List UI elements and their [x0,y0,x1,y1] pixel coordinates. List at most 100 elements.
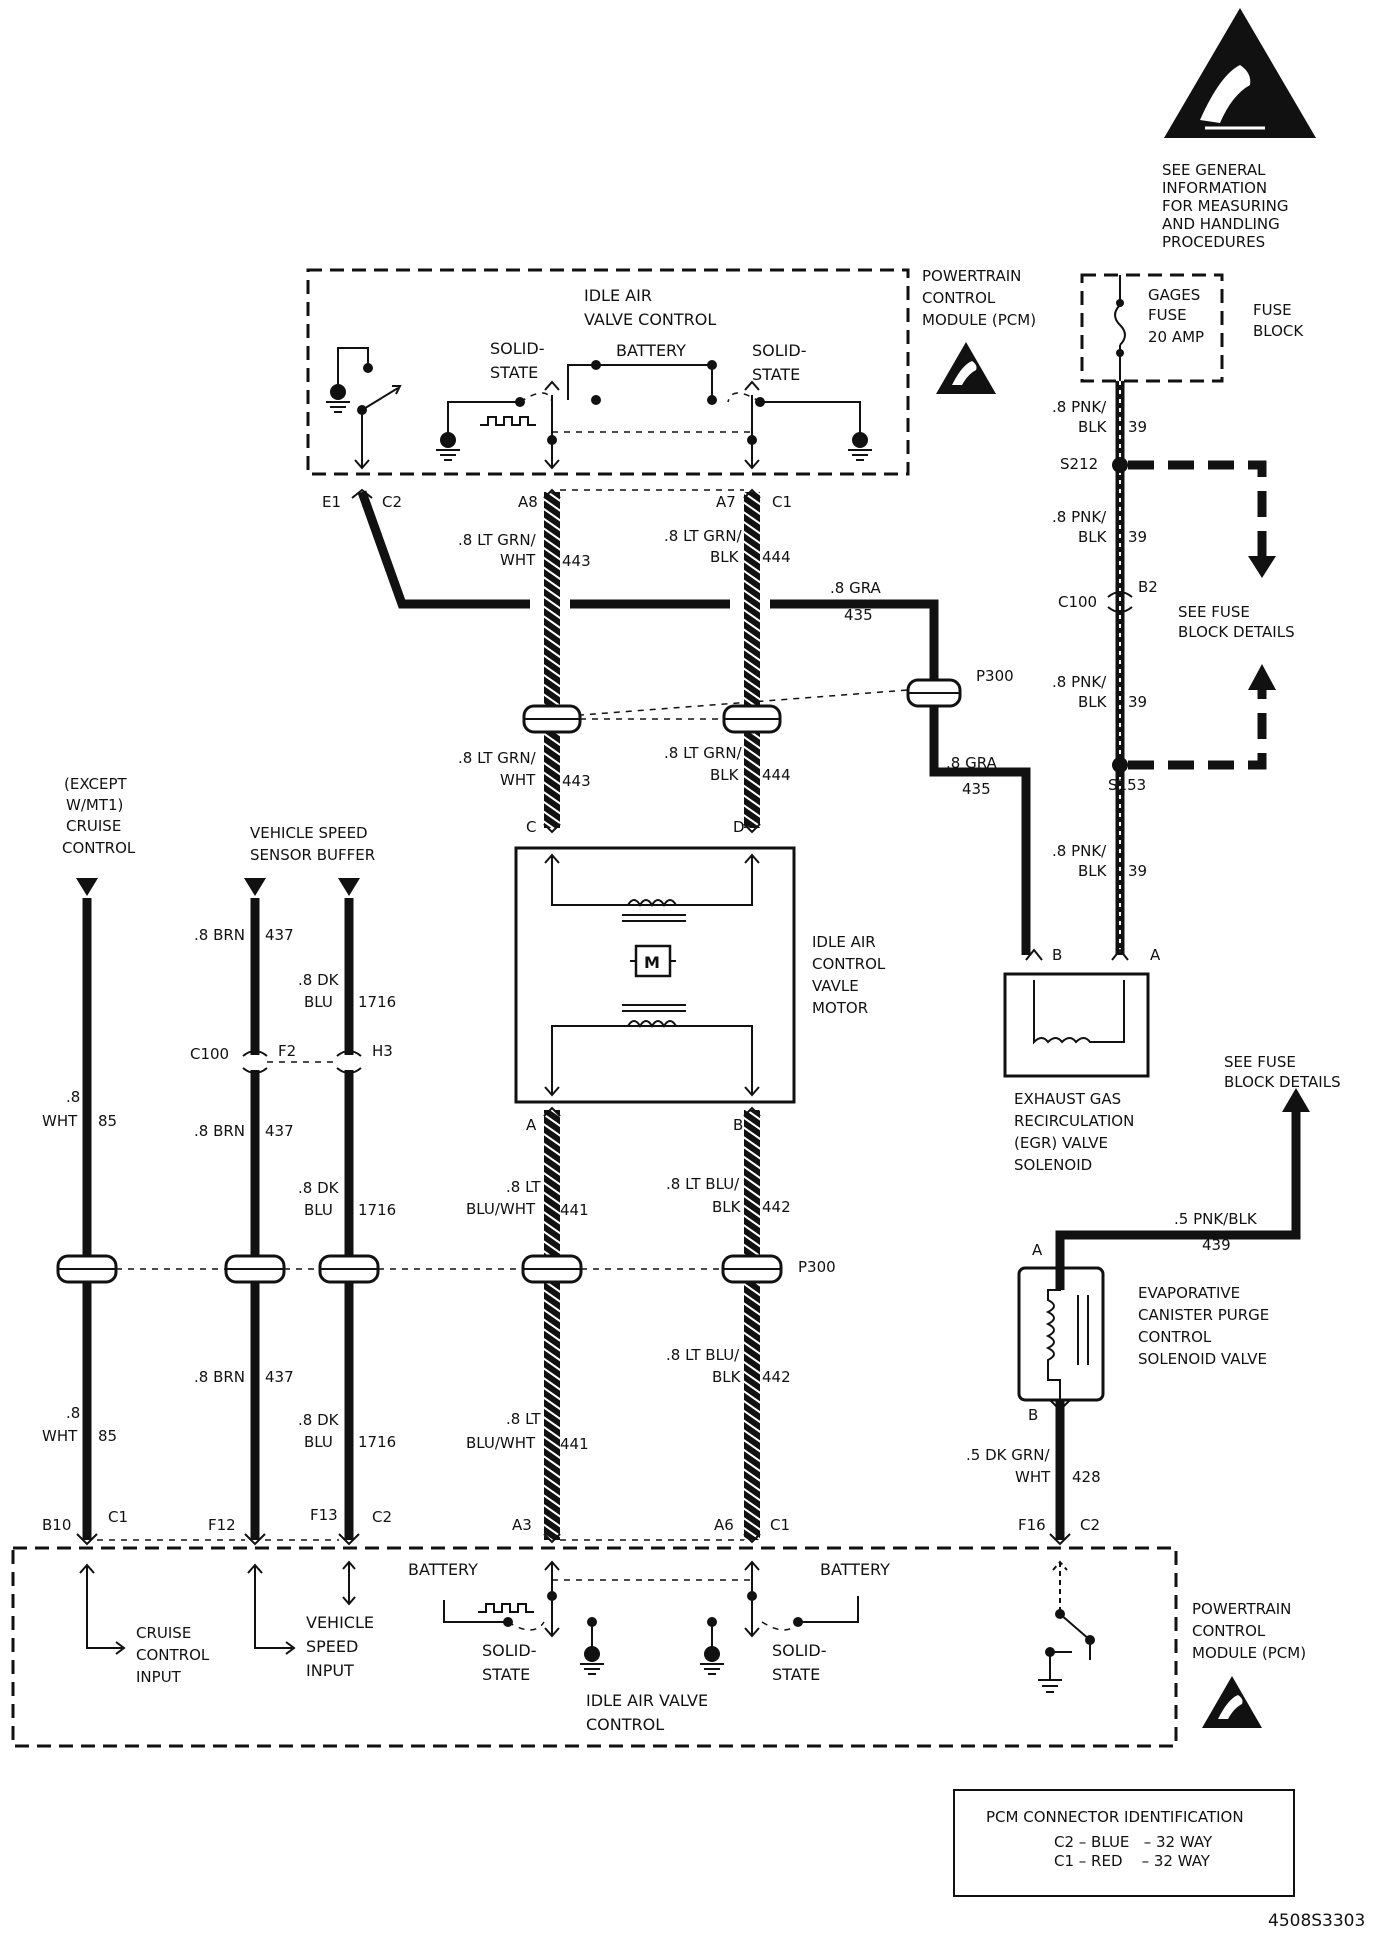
svg-text:FOR MEASURING: FOR MEASURING [1162,197,1289,215]
gages-fuse-label: GAGES FUSE 20 AMP [1148,286,1204,346]
legend-box [953,1789,1295,1897]
arrow-vss-1716 [338,878,360,896]
solid-state-bottom-left: SOLID- STATE [482,1641,536,1684]
egr-solenoid-box [1003,972,1150,1078]
svg-text:.8 PNK/: .8 PNK/ [1052,508,1107,526]
svg-text:.8 LT GRN/: .8 LT GRN/ [458,531,537,549]
svg-text:BLU: BLU [304,993,333,1011]
pin-f13: F13 [310,1506,338,1524]
svg-text:BLK: BLK [1078,418,1108,436]
svg-text:.8 BRN: .8 BRN [194,926,245,944]
svg-text:.5 DK GRN/: .5 DK GRN/ [966,1446,1051,1464]
warning-text: SEE GENERAL INFORMATION FOR MEASURING AN… [1162,161,1289,251]
svg-text:BLOCK DETAILS: BLOCK DETAILS [1178,623,1295,641]
legend-line-2: C1 – RED – 32 WAY [1054,1852,1211,1870]
pin-a8: A8 [518,493,538,511]
svg-text:437: 437 [265,1122,294,1140]
battery-top: BATTERY [616,341,686,360]
svg-text:(EGR) VALVE: (EGR) VALVE [1014,1134,1108,1152]
svg-text:CRUISE: CRUISE [66,817,121,835]
svg-text:CONTROL: CONTROL [922,289,996,307]
svg-text:VAVLE: VAVLE [812,977,859,995]
svg-text:VALVE CONTROL: VALVE CONTROL [584,310,716,329]
svg-text:SOLID-: SOLID- [772,1641,826,1660]
svg-text:BLOCK: BLOCK [1253,322,1304,340]
svg-text:BLK: BLK [710,548,740,566]
svg-text:BLK: BLK [1078,528,1108,546]
svg-text:.8 BRN: .8 BRN [194,1368,245,1386]
iac-pin-c: C [526,818,536,836]
svg-text:VEHICLE SPEED: VEHICLE SPEED [250,824,368,842]
svg-text:SPEED: SPEED [306,1637,358,1656]
arrow-see-fuse-2 [1282,1088,1310,1112]
svg-text:441: 441 [560,1435,589,1453]
svg-text:STATE: STATE [772,1665,820,1684]
svg-text:CONTROL: CONTROL [586,1715,664,1734]
svg-text:MOTOR: MOTOR [812,999,868,1017]
svg-text:BLK: BLK [710,766,740,784]
svg-text:WHT: WHT [42,1112,78,1130]
solid-state-left-top: SOLID- [490,339,544,358]
pin-c1-bottom-a: C1 [108,1508,128,1526]
svg-text:EVAPORATIVE: EVAPORATIVE [1138,1284,1240,1302]
svg-text:SEE FUSE: SEE FUSE [1178,603,1250,621]
svg-text:BLOCK DETAILS: BLOCK DETAILS [1224,1073,1341,1091]
svg-text:428: 428 [1072,1468,1101,1486]
arrow-see-fuse-1b [1248,664,1276,690]
svg-text:MODULE (PCM): MODULE (PCM) [1192,1644,1306,1662]
svg-text:CONTROL: CONTROL [136,1646,210,1664]
svg-text:1716: 1716 [358,993,396,1011]
cruise-control-label: (EXCEPT W/MT1) CRUISE CONTROL [62,775,136,857]
esd-icon-bottom [1202,1676,1262,1728]
svg-text:444: 444 [762,548,791,566]
svg-text:SOLENOID VALVE: SOLENOID VALVE [1138,1350,1267,1368]
egr-internal [1025,948,1129,1045]
svg-text:.8 GRA: .8 GRA [946,754,998,772]
evap-label: EVAPORATIVE CANISTER PURGE CONTROL SOLEN… [1138,1284,1269,1368]
solid-state-right-top: SOLID- [752,341,806,360]
legend-line-1: C2 – BLUE – 32 WAY [1054,1833,1213,1851]
splice-s153 [1112,757,1128,773]
iac-pin-d: D [733,818,745,836]
svg-text:.8: .8 [66,1404,80,1422]
wire-435 [357,490,939,684]
pin-c1-top: C1 [772,493,792,511]
pin-f12: F12 [208,1516,236,1534]
svg-text:.8 LT: .8 LT [506,1410,541,1428]
svg-text:442: 442 [762,1198,791,1216]
motor-m: M [644,953,660,972]
wire-s212-dashed [1128,460,1267,560]
s212-label: S212 [1060,455,1098,473]
battery-bottom-left: BATTERY [408,1560,478,1579]
svg-text:W/MT1): W/MT1) [66,796,123,814]
svg-text:FUSE: FUSE [1148,306,1187,324]
svg-text:.8 DK: .8 DK [298,1411,340,1429]
wire-435b [929,704,1031,955]
pin-c2-bottom-a: C2 [372,1508,392,1526]
see-fuse-1: SEE FUSE BLOCK DETAILS [1178,603,1295,641]
svg-text:BLU/WHT: BLU/WHT [466,1434,536,1452]
svg-text:BLK: BLK [1078,862,1108,880]
svg-text:CONTROL: CONTROL [1138,1328,1212,1346]
svg-text:BLU: BLU [304,1201,333,1219]
figure-id: 4508S3303 [1268,1911,1365,1931]
b2-label: B2 [1138,578,1158,596]
vss-buffer-label: VEHICLE SPEED SENSOR BUFFER [250,824,375,864]
connector-c100-left [242,1050,362,1074]
svg-text:.8 LT: .8 LT [506,1178,541,1196]
svg-text:443: 443 [562,772,591,790]
svg-text:39: 39 [1128,418,1147,436]
